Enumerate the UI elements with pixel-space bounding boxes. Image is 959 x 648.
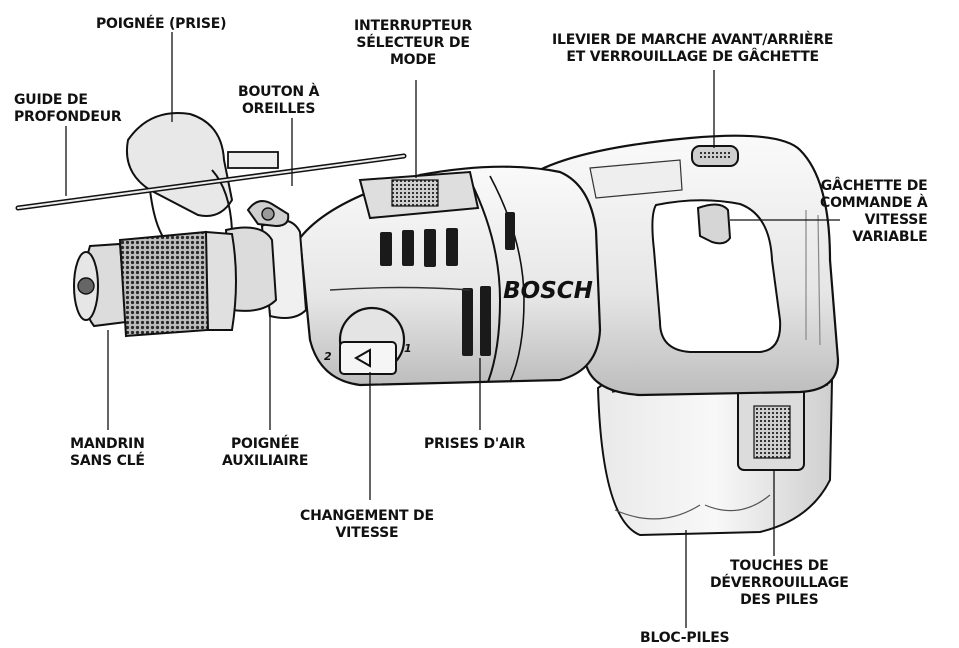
- gear-pos-1: 1: [404, 342, 412, 355]
- label-handle: POIGNÉE (PRISE): [96, 16, 227, 32]
- auxiliary-handle: [126, 112, 308, 319]
- leader-lines: [65, 32, 840, 628]
- top-vents: [380, 212, 515, 267]
- label-air-vents: PRISES D'AIR: [424, 436, 526, 452]
- depth-guide: [15, 153, 407, 211]
- brand-logo: BOSCH: [503, 278, 593, 304]
- gear-pos-2: 2: [324, 350, 332, 363]
- air-vents: [462, 286, 491, 356]
- gear-selector: 2 1: [324, 306, 412, 375]
- keyless-chuck: [73, 230, 237, 338]
- wing-button: [246, 200, 290, 228]
- label-battery-pack: BLOC-PILES: [640, 630, 730, 646]
